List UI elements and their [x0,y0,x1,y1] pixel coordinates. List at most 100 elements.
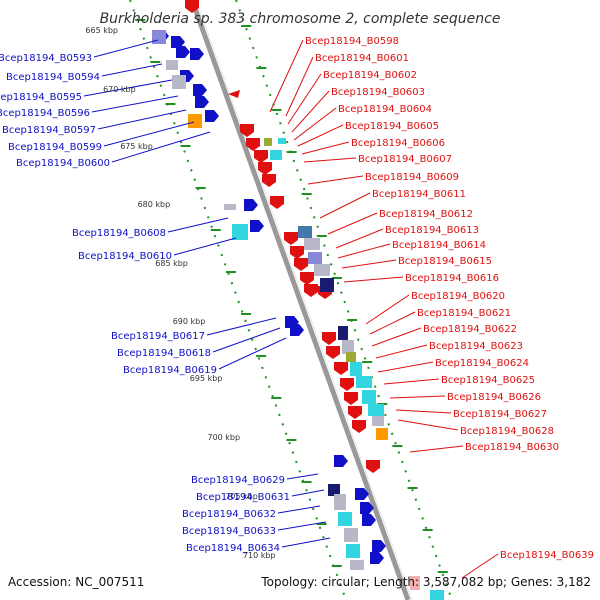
right-callout-line [409,445,464,453]
right-gene-labels: Bcep18194_B0598Bcep18194_B0601Bcep18194_… [305,36,594,561]
map-title: Burkholderia sp. 383 chromosome 2, compl… [100,11,501,27]
kbp-label: 690 kbp [173,317,206,326]
left-callout-line [286,473,319,480]
outer-tick-ring-right [235,0,453,600]
forward-gene-block [304,238,320,250]
kbp-label: 700 kbp [207,433,240,442]
forward-gene-block [376,428,388,440]
left-gene-label: Bcep18194_B0596 [0,108,90,119]
left-gene-label: Bcep18194_B0594 [6,72,100,83]
left-callout-line [206,317,277,336]
forward-gene-arrow [246,138,260,151]
left-gene-label: Bcep18194_B0619 [123,365,217,376]
right-gene-label: Bcep18194_B0616 [405,273,499,284]
right-callout-line [397,419,459,431]
reverse-gene-arrow [176,46,190,58]
chromosome-backbone-highlight [195,0,413,600]
right-gene-label: Bcep18194_B0628 [460,426,554,437]
left-callout-line [277,521,327,531]
reverse-gene-arrow [355,488,369,500]
forward-gene-arrow [344,392,358,405]
forward-gene-arrow [304,284,318,297]
forward-gene-arrow [240,124,254,137]
forward-gene-arrow [270,196,284,209]
forward-gene-block [320,278,334,292]
right-callout-line [287,73,322,125]
right-gene-label: Bcep18194_B0601 [315,53,409,64]
reverse-gene-arrow [250,220,264,232]
right-gene-label: Bcep18194_B0602 [323,70,417,81]
reverse-gene-arrow [190,48,204,60]
forward-gene-arrow [334,362,348,375]
right-gene-label: Bcep18194_B0598 [305,36,399,47]
left-gene-label: Bcep18194_B0633 [182,526,276,537]
kbp-label: 685 kbp [155,259,188,268]
topology-text: Topology: circular; Length: 3,587,082 bp… [260,575,591,589]
left-gene-label: Bcep18194_B0599 [8,142,102,153]
right-gene-label: Bcep18194_B0611 [372,189,466,200]
reverse-gene-arrow [362,514,376,526]
forward-gene-block [356,376,372,388]
outer-tick-ring-left [129,0,347,600]
kbp-label: 710 kbp [243,551,276,560]
right-gene-label: Bcep18194_B0603 [331,87,425,98]
right-callout-line [319,192,371,219]
reverse-gene-arrow [195,96,209,108]
right-callout-line [291,90,330,133]
right-gene-label: Bcep18194_B0620 [411,291,505,302]
right-gene-label: Bcep18194_B0613 [385,225,479,236]
forward-gene-block [298,226,312,238]
left-gene-label: Bcep18194_B0608 [72,228,166,239]
forward-gene-arrow [290,246,304,259]
right-callout-line [297,124,344,147]
right-gene-label: Bcep18194_B0626 [447,392,541,403]
left-callout-line [291,489,325,497]
right-gene-label: Bcep18194_B0623 [429,341,523,352]
left-callout-line [218,337,287,370]
forward-gene-block [278,138,286,144]
forward-gene-block [346,352,356,362]
reverse-gene-arrow [360,502,374,514]
reverse-gene-arrow [372,540,386,552]
left-gene-label: Bcep18194_B0595 [0,92,82,103]
left-gene-label: Bcep18194_B0597 [2,125,96,136]
forward-gene-arrow [185,0,199,13]
right-gene-label: Bcep18194_B0604 [338,104,432,115]
right-gene-label: Bcep18194_B0624 [435,358,529,369]
right-gene-label: Bcep18194_B0606 [351,138,445,149]
reverse-gene-block [334,494,346,510]
reverse-gene-block [224,204,236,210]
gene-callouts [83,39,499,579]
left-gene-label: Bcep18194_B0617 [111,331,205,342]
kbp-label: 695 kbp [190,374,223,383]
reverse-gene-arrow [244,199,258,211]
right-callout-line [337,243,391,259]
right-gene-label: Bcep18194_B0639 [500,550,594,561]
forward-gene-block [368,404,384,416]
right-callout-line [383,378,440,385]
forward-gene-arrow [348,406,362,419]
kbp-label: 675 kbp [120,142,153,151]
reverse-gene-arrow [205,110,219,122]
right-gene-label: Bcep18194_B0614 [392,240,486,251]
chromosome-backbone [189,0,411,600]
left-callout-line [167,217,229,233]
left-callout-line [111,131,211,163]
right-gene-label: Bcep18194_B0627 [453,409,547,420]
forward-gene-block [314,264,330,276]
right-callout-line [395,409,452,414]
left-gene-label: Bcep18194_B0631 [196,492,290,503]
right-callout-line [285,56,314,117]
accession-text: Accession: NC_007511 [8,575,144,589]
right-callout-line [343,276,404,283]
forward-gene-block [350,362,362,376]
right-callout-line [303,157,357,163]
right-callout-line [301,141,350,155]
right-gene-label: Bcep18194_B0615 [398,256,492,267]
kbp-label: 680 kbp [138,200,171,209]
right-callout-line [269,39,304,113]
reverse-gene-arrow [290,324,304,336]
gene-features [152,0,444,600]
reverse-gene-arrow [193,84,207,96]
